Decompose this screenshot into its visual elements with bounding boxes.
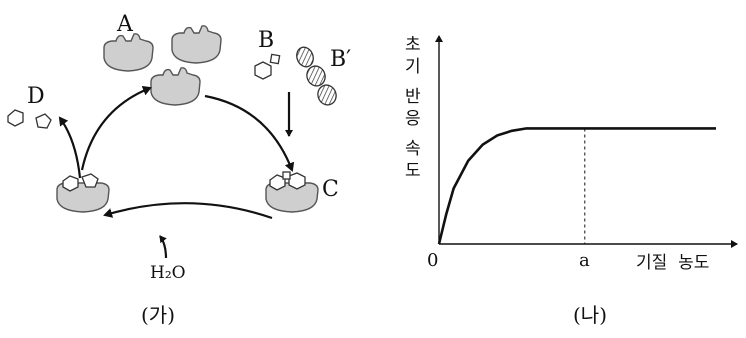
panel-na: 초 기 반 응 속 도 0 a 기질 농도 (나) — [405, 35, 738, 327]
label-b: B — [258, 28, 274, 53]
y-label-char-4: 응 — [405, 109, 421, 129]
label-b-prime: B′ — [330, 47, 351, 72]
label-water: H₂O — [150, 263, 186, 283]
y-label-char-2: 기 — [405, 57, 421, 77]
panel-ga: A B B′ C H₂O — [7, 12, 351, 327]
x-marker-label-a: a — [579, 250, 590, 271]
enzyme-a-free-1 — [103, 33, 154, 72]
arrow-a-to-c — [204, 94, 295, 172]
arrow-to-a — [80, 85, 152, 171]
arrow-c-to-products — [103, 202, 273, 220]
caption-na: (나) — [573, 303, 607, 327]
molecule-b-prime — [296, 46, 337, 106]
label-c: C — [322, 177, 339, 202]
enzyme-a-free-2 — [171, 25, 222, 64]
rate-curve — [437, 127, 716, 245]
y-label-char-6: 도 — [405, 161, 421, 181]
x-axis-label: 기질 농도 — [636, 253, 709, 273]
label-d: D — [27, 84, 45, 109]
y-label-char-5: 속 — [405, 139, 421, 159]
enzyme-a-cycle — [150, 67, 201, 106]
y-label-char-3: 반 — [405, 87, 421, 107]
arrow-water — [159, 235, 168, 259]
enzyme-substrate-complex-c — [265, 171, 319, 213]
caption-ga: (가) — [141, 303, 175, 327]
y-label-char-1: 초 — [405, 35, 421, 55]
arrow-to-d — [58, 116, 82, 179]
substrate-b — [254, 53, 281, 80]
products-d — [7, 109, 52, 129]
enzyme-product-complex — [56, 173, 110, 213]
label-a: A — [116, 12, 134, 37]
origin-label: 0 — [427, 250, 438, 271]
